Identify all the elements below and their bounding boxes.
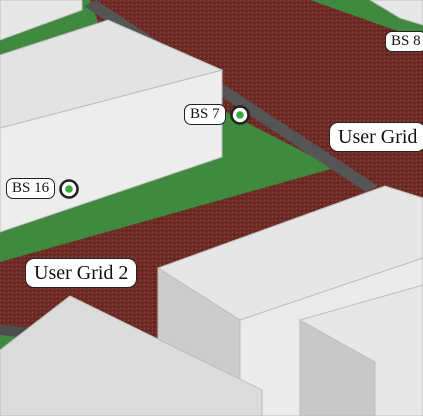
- base-station-icon: [59, 179, 79, 199]
- building-top-right-roof: [369, 0, 423, 26]
- base-station-icon: [230, 105, 250, 125]
- building-left-roof: [0, 19, 224, 129]
- bs16-label: BS 16: [6, 178, 56, 199]
- bs8-label: BS 8: [385, 31, 423, 52]
- user-grid-right-label: User Grid: [329, 122, 423, 152]
- building-bottom-left-roof: [0, 295, 263, 416]
- building-bottom-right-front: [299, 319, 376, 416]
- user-grid-2-label: User Grid 2: [25, 258, 138, 288]
- building-top-left-roof: [0, 0, 83, 41]
- bs7-label: BS 7: [184, 104, 226, 125]
